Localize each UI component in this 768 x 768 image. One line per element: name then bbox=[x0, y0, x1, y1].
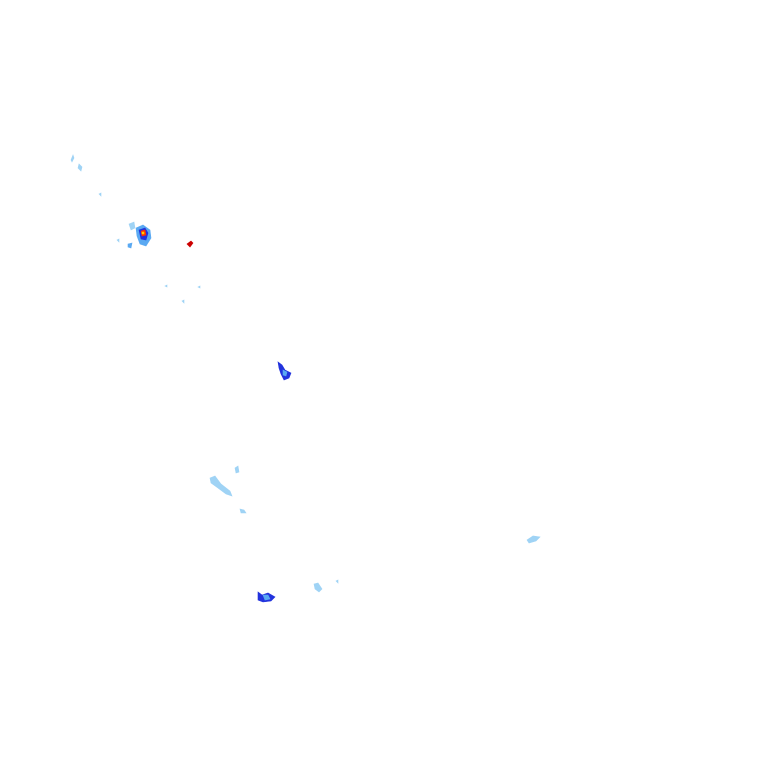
echo-cell bbox=[127, 242, 133, 249]
echo-cluster-small-red bbox=[186, 240, 194, 248]
echo-cluster-storm-cell bbox=[116, 221, 152, 249]
echo-cell bbox=[197, 285, 201, 289]
echo-cell bbox=[116, 238, 120, 243]
echo-cell bbox=[164, 284, 168, 288]
echo-cluster-band bbox=[209, 465, 247, 514]
echo-cell bbox=[181, 299, 185, 304]
echo-cell bbox=[209, 475, 233, 497]
echo-cell bbox=[70, 154, 75, 163]
echo-cell bbox=[262, 594, 271, 601]
echo-cell bbox=[313, 582, 323, 593]
echo-cell bbox=[141, 231, 145, 235]
echo-cell bbox=[526, 535, 541, 544]
echo-cell bbox=[98, 192, 102, 197]
echo-cluster-south bbox=[257, 579, 339, 603]
echo-cluster-east bbox=[526, 535, 541, 544]
echo-cell bbox=[128, 221, 136, 231]
echo-cluster-faint bbox=[164, 284, 201, 304]
echo-cluster-northwest bbox=[70, 154, 102, 197]
echo-cell bbox=[234, 465, 240, 474]
echo-cell bbox=[335, 579, 339, 584]
echo-cluster-central bbox=[277, 361, 292, 381]
echo-cell bbox=[186, 240, 194, 248]
echo-cell bbox=[239, 508, 247, 514]
echo-cell bbox=[77, 163, 83, 172]
echo-cell bbox=[282, 369, 288, 377]
